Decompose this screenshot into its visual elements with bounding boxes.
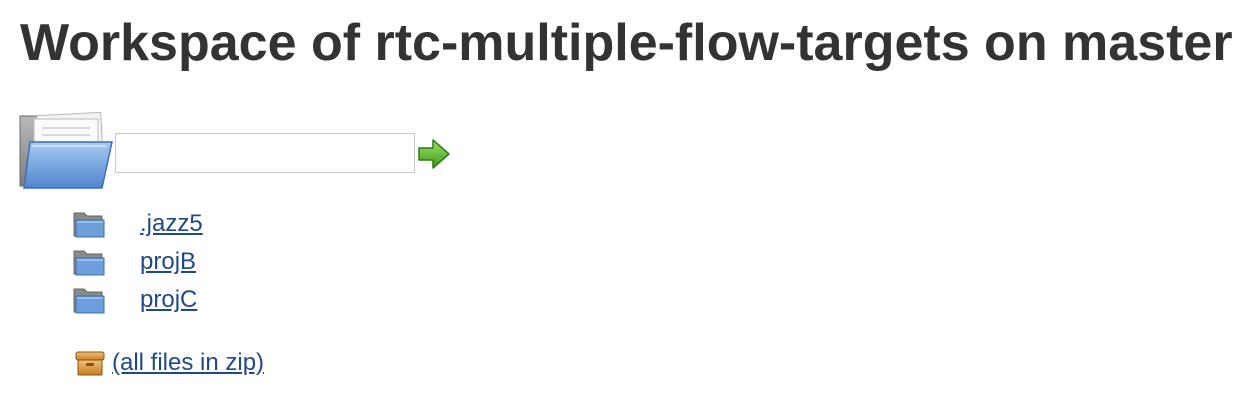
file-list: .jazz5 projB projC [72, 205, 203, 319]
green-arrow-right-icon [418, 139, 450, 169]
page-title: Workspace of rtc-multiple-flow-targets o… [20, 14, 1233, 72]
archive-box-icon [75, 351, 105, 376]
zip-download: (all files in zip) [74, 345, 264, 381]
entry-link[interactable]: .jazz5 [140, 210, 203, 237]
list-item: .jazz5 [72, 205, 203, 243]
folder-icon [73, 250, 105, 276]
open-folder-icon [19, 111, 113, 189]
go-button[interactable] [417, 137, 451, 171]
entry-link[interactable]: projB [140, 248, 197, 275]
list-item: projC [72, 281, 203, 319]
folder-icon [73, 288, 105, 314]
entry-link[interactable]: projC [140, 286, 198, 313]
zip-link[interactable]: (all files in zip) [112, 349, 265, 376]
path-bar [18, 110, 451, 192]
folder-icon [73, 212, 105, 238]
list-item: projB [72, 243, 203, 281]
path-input[interactable] [115, 133, 415, 173]
